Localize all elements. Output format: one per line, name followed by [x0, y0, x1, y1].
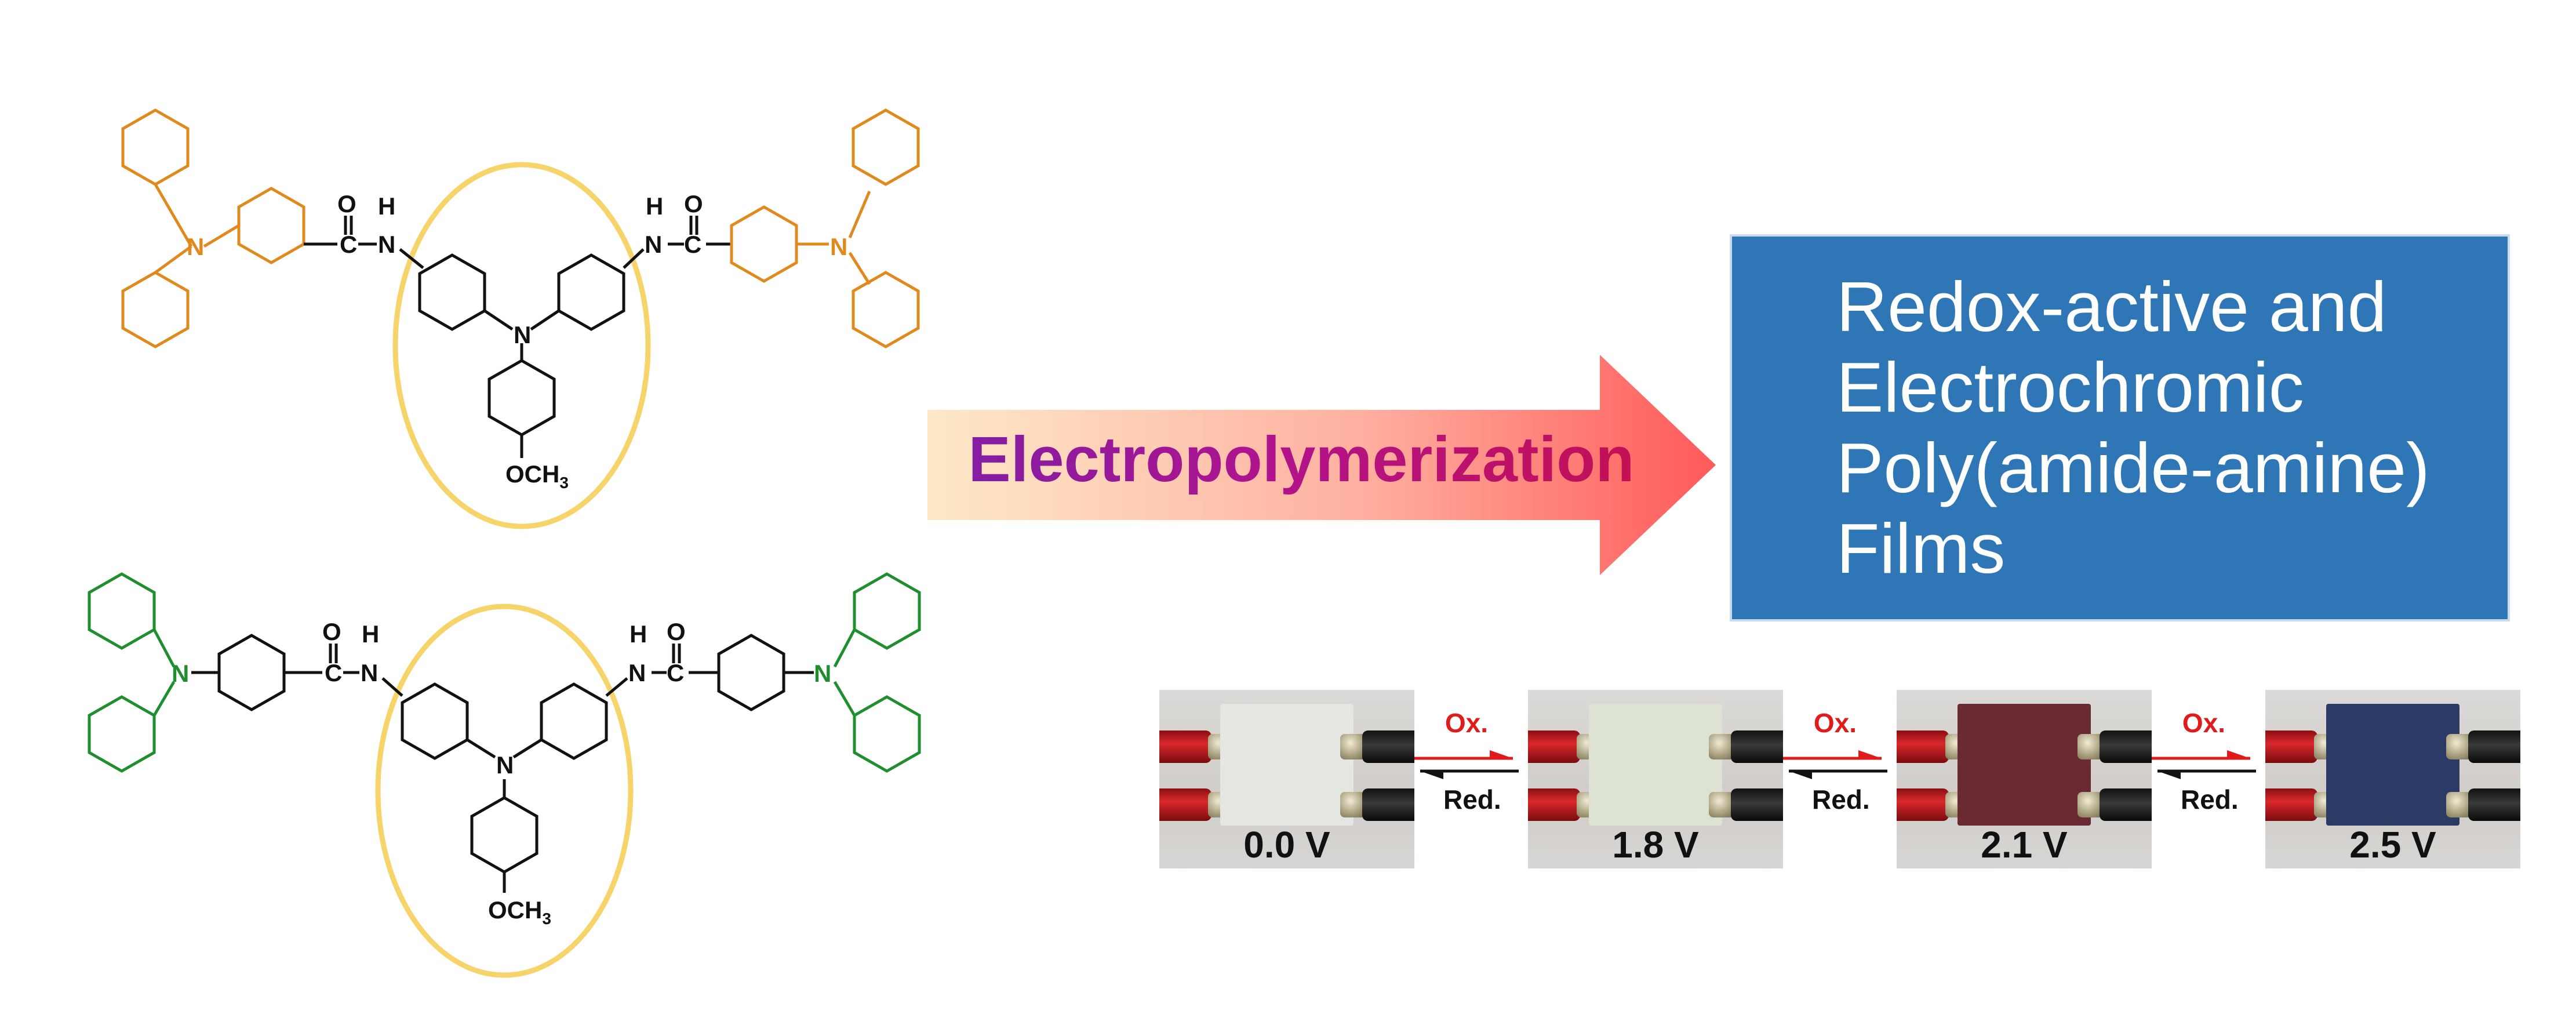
equilibrium-arrows — [1783, 750, 1887, 779]
bottom-right-h-atom: H — [630, 620, 647, 648]
top-left-c-atom: C — [340, 231, 357, 258]
top-left-triphenylamine — [121, 108, 305, 348]
top-right-triphenylamine — [730, 108, 920, 348]
redox-arrow-3: Ox. Red. — [2146, 707, 2262, 823]
top-left-nh-atom: N — [378, 231, 395, 258]
result-text: Redox-active and Electrochromic Poly(ami… — [1836, 267, 2430, 589]
film-photo-state-4: 2.5 V — [2265, 690, 2520, 868]
top-right-h-atom: H — [646, 192, 663, 220]
process-arrow — [927, 355, 1716, 575]
top-core-n-atom: N — [514, 321, 531, 348]
top-right-amide-bonds — [623, 216, 732, 269]
bottom-core-highlight-ellipse — [375, 604, 634, 978]
film-sample — [2326, 704, 2459, 826]
bottom-monomer-structure: N O C N H N OCH3 — [88, 572, 921, 978]
bottom-left-o-atom: O — [322, 618, 341, 645]
result-line: Films — [1836, 509, 2006, 588]
redox-arrow-1: Ox. Red. — [1409, 707, 1525, 823]
voltage-label: 2.1 V — [1981, 824, 2068, 866]
top-core-highlight-ellipse — [392, 162, 651, 529]
voltage-label: 1.8 V — [1612, 824, 1699, 866]
bottom-core-triphenylamine — [401, 682, 608, 893]
electropolymerization-label: Electropolymerization — [927, 416, 1675, 503]
bottom-core-n-atom: N — [496, 751, 514, 779]
bottom-left-n-atom: N — [172, 660, 189, 687]
reduction-label: Red. — [1443, 784, 1501, 815]
bottom-left-carbazole — [88, 572, 176, 773]
film-photo-state-2: 1.8 V — [1528, 690, 1783, 868]
top-left-n-atom: N — [187, 233, 204, 260]
top-monomer-structure: N O C N H N OCH3 — [121, 108, 920, 529]
equilibrium-arrows — [2152, 750, 2256, 779]
top-right-o-atom: O — [684, 190, 703, 217]
bottom-left-c-atom: C — [325, 659, 342, 686]
top-right-c-atom: C — [684, 231, 701, 258]
result-box: Redox-active and Electrochromic Poly(ami… — [1730, 234, 2510, 622]
film-sample — [1958, 704, 2091, 826]
film-sample — [1589, 704, 1722, 826]
oxidation-label: Ox. — [1813, 708, 1857, 738]
result-line: Electrochromic — [1836, 348, 2304, 427]
bottom-left-nh-atom: N — [361, 659, 378, 686]
bottom-right-linker — [605, 634, 814, 711]
voltage-label: 2.5 V — [2349, 824, 2436, 866]
top-left-h-atom: H — [378, 192, 395, 220]
bottom-right-o-atom: O — [667, 618, 686, 645]
bottom-right-n-atom: N — [814, 660, 831, 687]
oxidation-label: Ox. — [2182, 708, 2226, 738]
film-photo-state-1: 0.0 V — [1159, 690, 1414, 868]
voltage-label: 0.0 V — [1243, 824, 1330, 866]
equilibrium-arrows — [1414, 750, 1519, 779]
top-right-n-atom: N — [830, 233, 847, 260]
redox-arrow-2: Ox. Red. — [1777, 707, 1893, 823]
result-line: Poly(amide-amine) — [1836, 428, 2430, 507]
bottom-left-h-atom: H — [362, 620, 379, 648]
oxidation-label: Ox. — [1445, 708, 1489, 738]
top-methoxy-group: OCH3 — [505, 460, 569, 492]
film-photo-state-3: 2.1 V — [1897, 690, 2152, 868]
top-left-amide-bonds — [304, 216, 424, 269]
bottom-left-linker — [191, 634, 403, 711]
bottom-right-carbazole — [833, 572, 921, 773]
reduction-label: Red. — [1812, 784, 1870, 815]
top-left-o-atom: O — [337, 190, 356, 217]
bottom-right-nh-atom: N — [628, 659, 646, 686]
film-sample — [1220, 704, 1354, 826]
top-right-nh-atom: N — [645, 231, 662, 258]
result-line: Redox-active and — [1836, 267, 2387, 346]
bottom-methoxy-group: OCH3 — [488, 896, 551, 928]
top-core-triphenylamine — [418, 253, 625, 458]
bottom-right-c-atom: C — [667, 659, 684, 686]
reduction-label: Red. — [2181, 784, 2239, 815]
